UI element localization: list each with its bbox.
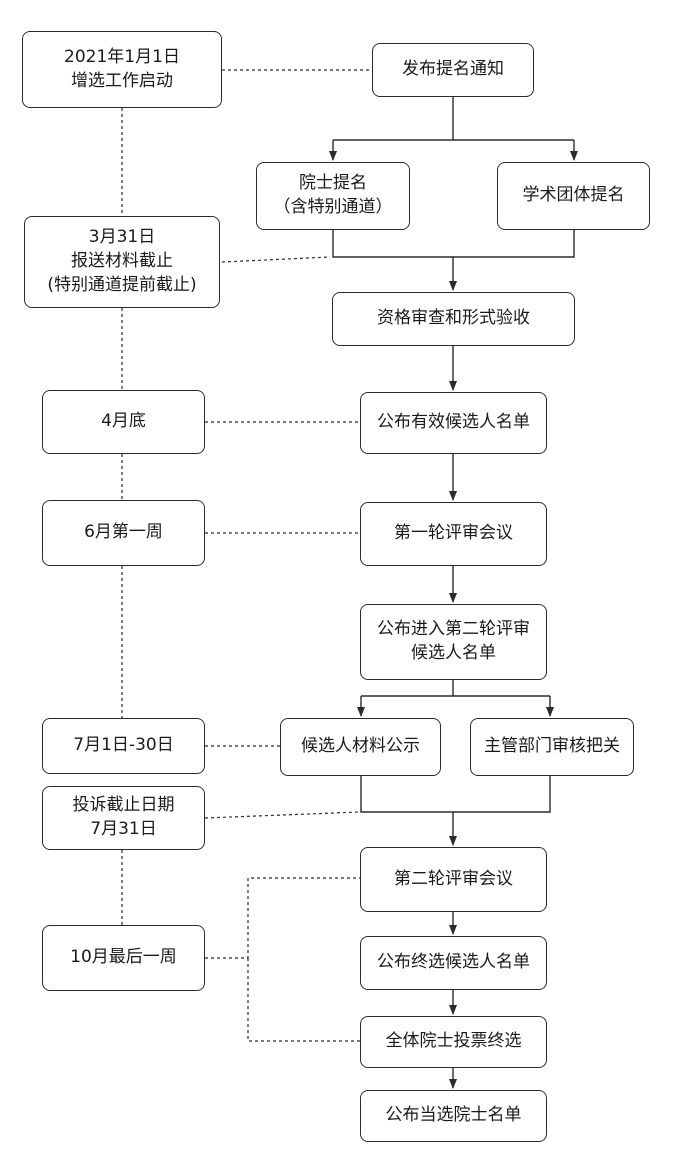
step-second-round: 第二轮评审会议 [360, 847, 547, 912]
step-elected-list: 公布当选院士名单 [360, 1090, 547, 1142]
step-final-vote: 全体院士投票终选 [360, 1016, 547, 1068]
timeline-june-week1: 6月第一周 [42, 500, 205, 566]
step-academician-nomination: 院士提名 （含特别通道） [256, 162, 410, 230]
step-second-round-line-1: 第二轮评审会议 [394, 868, 513, 889]
timeline-end-of-april: 4月底 [42, 390, 205, 454]
timeline-launch-line-2: 增选工作启动 [71, 70, 173, 91]
timeline-october-last-week-line-1: 10月最后一周 [70, 947, 177, 968]
step-materials-publicity-line-1: 候选人材料公示 [301, 736, 420, 757]
step-academician-nomination-line-2: （含特别通道） [273, 197, 393, 217]
step-society-nomination: 学术团体提名 [497, 162, 650, 230]
step-first-round-line-1: 第一轮评审会议 [394, 523, 513, 544]
step-second-round-list-line-1: 公布进入第二轮评审 [377, 619, 530, 640]
step-second-round-list: 公布进入第二轮评审候选人名单 [360, 604, 547, 680]
process-flow [329, 97, 578, 1089]
step-department-review-line-1: 主管部门审核把关 [484, 736, 620, 757]
timeline-end-of-april-line-1: 4月底 [101, 411, 146, 432]
step-final-candidates-line-1: 公布终选候选人名单 [377, 952, 530, 973]
step-valid-candidates: 公布有效候选人名单 [360, 392, 547, 454]
step-final-vote-line-1: 全体院士投票终选 [385, 1031, 522, 1052]
timeline-materials-deadline-line-1: 3月31日 [88, 227, 156, 248]
step-final-candidates: 公布终选候选人名单 [360, 936, 547, 990]
timeline-launch: 2021年1月1日增选工作启动 [22, 31, 222, 108]
timeline-complaint-deadline-line-2: 7月31日 [90, 819, 157, 839]
step-department-review: 主管部门审核把关 [470, 718, 634, 776]
timeline-october-last-week: 10月最后一周 [42, 925, 205, 991]
timeline-launch-line-1: 2021年1月1日 [64, 46, 180, 67]
step-nomination-notice: 发布提名通知 [372, 43, 534, 97]
step-elected-list-line-1: 公布当选院士名单 [385, 1105, 522, 1126]
timeline-complaint-deadline: 投诉截止日期 7月31日 [42, 786, 205, 850]
date-links [204, 69, 372, 1042]
timeline-materials-deadline: 3月31日报送材料截止(特别通道提前截止) [24, 216, 220, 308]
timeline-complaint-deadline-line-1: 投诉截止日期 [72, 795, 175, 816]
timeline-july-line-1: 7月1日-30日 [73, 735, 174, 756]
step-valid-candidates-line-1: 公布有效候选人名单 [377, 412, 530, 433]
step-first-round: 第一轮评审会议 [360, 502, 547, 566]
step-nomination-notice-line-1: 发布提名通知 [402, 59, 504, 80]
step-qualification-review: 资格审查和形式验收 [332, 292, 575, 346]
step-academician-nomination-line-1: 院士提名 [299, 173, 367, 194]
step-materials-publicity: 候选人材料公示 [280, 718, 441, 776]
timeline-materials-deadline-line-2: 报送材料截止 [71, 251, 173, 272]
timeline-june-week1-line-1: 6月第一周 [84, 522, 163, 543]
step-second-round-list-line-2: 候选人名单 [411, 643, 496, 663]
step-society-nomination-line-1: 学术团体提名 [522, 185, 625, 206]
timeline-july: 7月1日-30日 [42, 718, 205, 774]
step-qualification-review-line-1: 资格审查和形式验收 [377, 308, 530, 329]
timeline-materials-deadline-line-3: (特别通道提前截止) [47, 274, 197, 295]
